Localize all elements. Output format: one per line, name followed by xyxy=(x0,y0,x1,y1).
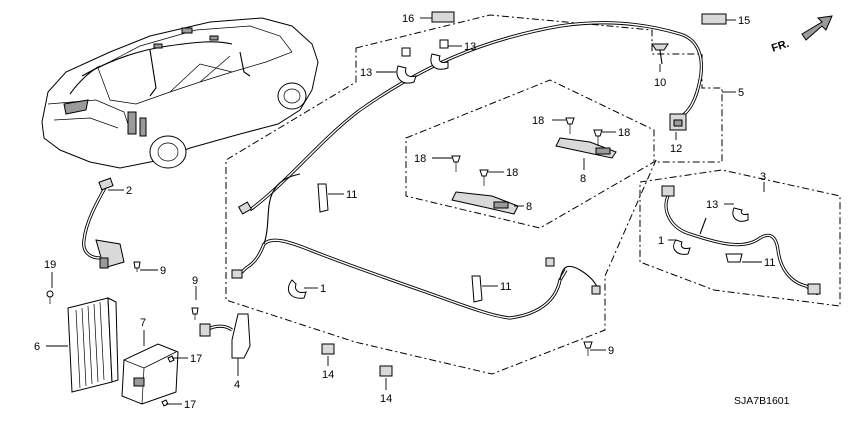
main-harness xyxy=(231,21,703,320)
callout-1-b: 1 xyxy=(658,235,664,247)
diagram-code: SJA7B1601 xyxy=(734,395,790,407)
pad-15 xyxy=(701,13,727,25)
callout-16: 16 xyxy=(402,13,414,25)
main-harness-boundary xyxy=(225,14,723,375)
callout-19: 19 xyxy=(44,259,56,271)
callout-9-a: 9 xyxy=(160,265,166,277)
bolt-9-right xyxy=(583,341,593,356)
callout-18-c: 18 xyxy=(414,153,426,165)
callout-8-a: 8 xyxy=(580,173,586,185)
front-direction-label: FR. xyxy=(770,38,791,55)
cable-2 xyxy=(82,177,125,269)
callout-7: 7 xyxy=(140,317,146,329)
sub-assembly-8-boundary xyxy=(405,79,655,229)
callout-9-c: 9 xyxy=(608,345,614,357)
leader-lines xyxy=(46,17,765,405)
callout-8-b: 8 xyxy=(526,201,532,213)
sub-assembly-8 xyxy=(451,117,617,215)
callout-13-a: 13 xyxy=(464,41,476,53)
callout-14-b: 14 xyxy=(380,393,392,405)
callout-6: 6 xyxy=(34,341,40,353)
clips xyxy=(288,39,749,303)
callout-13-c: 13 xyxy=(706,199,718,211)
callout-2: 2 xyxy=(126,185,132,197)
control-unit-7 xyxy=(121,343,179,407)
callout-17-b: 17 xyxy=(184,399,196,411)
callout-15: 15 xyxy=(738,15,750,27)
callout-11-c: 11 xyxy=(764,257,775,269)
callout-1-a: 1 xyxy=(320,283,326,295)
antenna-4 xyxy=(133,261,251,359)
callout-12: 12 xyxy=(670,143,682,155)
callout-14-a: 14 xyxy=(322,369,334,381)
callout-18-b: 18 xyxy=(618,127,630,139)
harness-3 xyxy=(661,185,821,296)
callout-18-d: 18 xyxy=(506,167,518,179)
pad-14-b xyxy=(379,365,393,377)
callout-11-a: 11 xyxy=(346,189,357,201)
callout-13-b: 13 xyxy=(360,67,372,79)
callout-numbers: 16 15 13 13 13 10 5 12 18 18 18 18 8 8 3… xyxy=(34,13,775,411)
callout-5: 5 xyxy=(738,87,744,99)
callout-18-a: 18 xyxy=(532,115,544,127)
amplifier-6 xyxy=(46,290,119,393)
callout-10: 10 xyxy=(654,77,666,89)
callout-4: 4 xyxy=(234,379,240,391)
callout-9-b: 9 xyxy=(192,275,198,287)
pad-16 xyxy=(431,11,455,23)
callout-17-a: 17 xyxy=(190,353,202,365)
pad-14-a xyxy=(321,343,335,355)
callout-11-b: 11 xyxy=(500,281,511,293)
front-direction-indicator: FR. xyxy=(770,15,833,55)
callout-3: 3 xyxy=(760,171,766,183)
car-illustration xyxy=(41,17,319,169)
